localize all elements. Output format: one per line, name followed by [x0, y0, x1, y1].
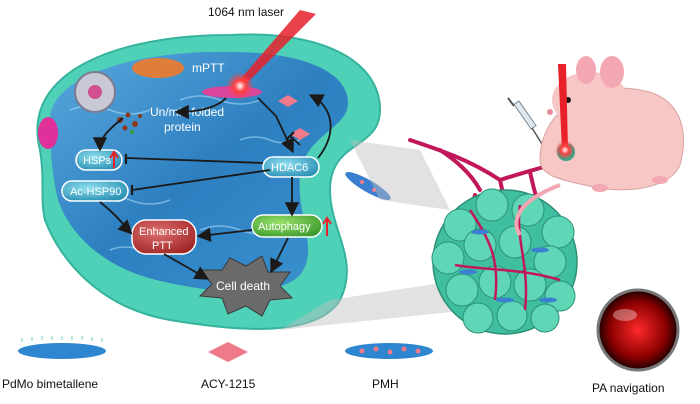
mouse-laser-beam — [555, 64, 575, 160]
cell-death-label: Cell death — [216, 279, 270, 293]
pa-navigation-label: PA navigation — [592, 381, 665, 395]
enhanced-label-line2: PTT — [152, 240, 173, 252]
acy-diamond — [290, 128, 310, 140]
enhanced-label-line1: Enhanced — [139, 226, 189, 238]
zoom-cone-upper — [350, 140, 450, 210]
mouse-illustration — [514, 56, 685, 237]
mitochondria-organelle — [38, 117, 58, 149]
legend-acy-label: ACY-1215 — [201, 377, 256, 391]
legend-pmh-label: PMH — [372, 377, 399, 391]
golgi-organelle — [132, 58, 184, 78]
syringe-icon — [507, 97, 543, 145]
legend-acy-icon — [208, 342, 248, 362]
pa-navigation-image — [596, 288, 680, 372]
autophagy-node: Autophagy — [251, 214, 332, 238]
enhanced-ptt-node: Enhanced PTT — [131, 219, 197, 255]
pmh-particle-in-cell — [345, 172, 391, 200]
legend-bimetallene-label: PdMo bimetallene — [2, 377, 98, 391]
up-arrow-icon — [109, 150, 119, 168]
laser-beam — [226, 10, 316, 100]
pathway-arrows — [92, 94, 332, 280]
hsps-label: HSPs — [83, 155, 112, 167]
hdac6-label: HDAC6 — [271, 162, 308, 174]
hdac6-node: HDAC6 — [262, 156, 320, 178]
legend-bimetallene-icon — [18, 336, 106, 359]
misfolded-label-line2: protein — [164, 120, 201, 134]
ac-hsp90-label: Ac-HSP90 — [70, 186, 121, 198]
acy-diamond — [278, 95, 298, 107]
cell-death-burst: Cell death — [198, 255, 294, 317]
misfolded-protein-cluster — [117, 112, 142, 134]
autophagy-label: Autophagy — [258, 221, 311, 233]
zoom-cone — [280, 280, 470, 330]
ac-hsp90-node: Ac-HSP90 — [61, 180, 129, 202]
legend-pmh-icon — [345, 343, 433, 359]
laser-label: 1064 nm laser — [208, 5, 284, 19]
mptt-label: mPTT — [192, 61, 225, 75]
legend: PdMo bimetallene ACY-1215 PMH PA navigat… — [2, 336, 665, 395]
tumor-cluster — [431, 188, 578, 335]
up-arrow-icon — [322, 216, 332, 236]
hsps-node: HSPs — [75, 149, 123, 171]
organelles — [38, 58, 184, 149]
